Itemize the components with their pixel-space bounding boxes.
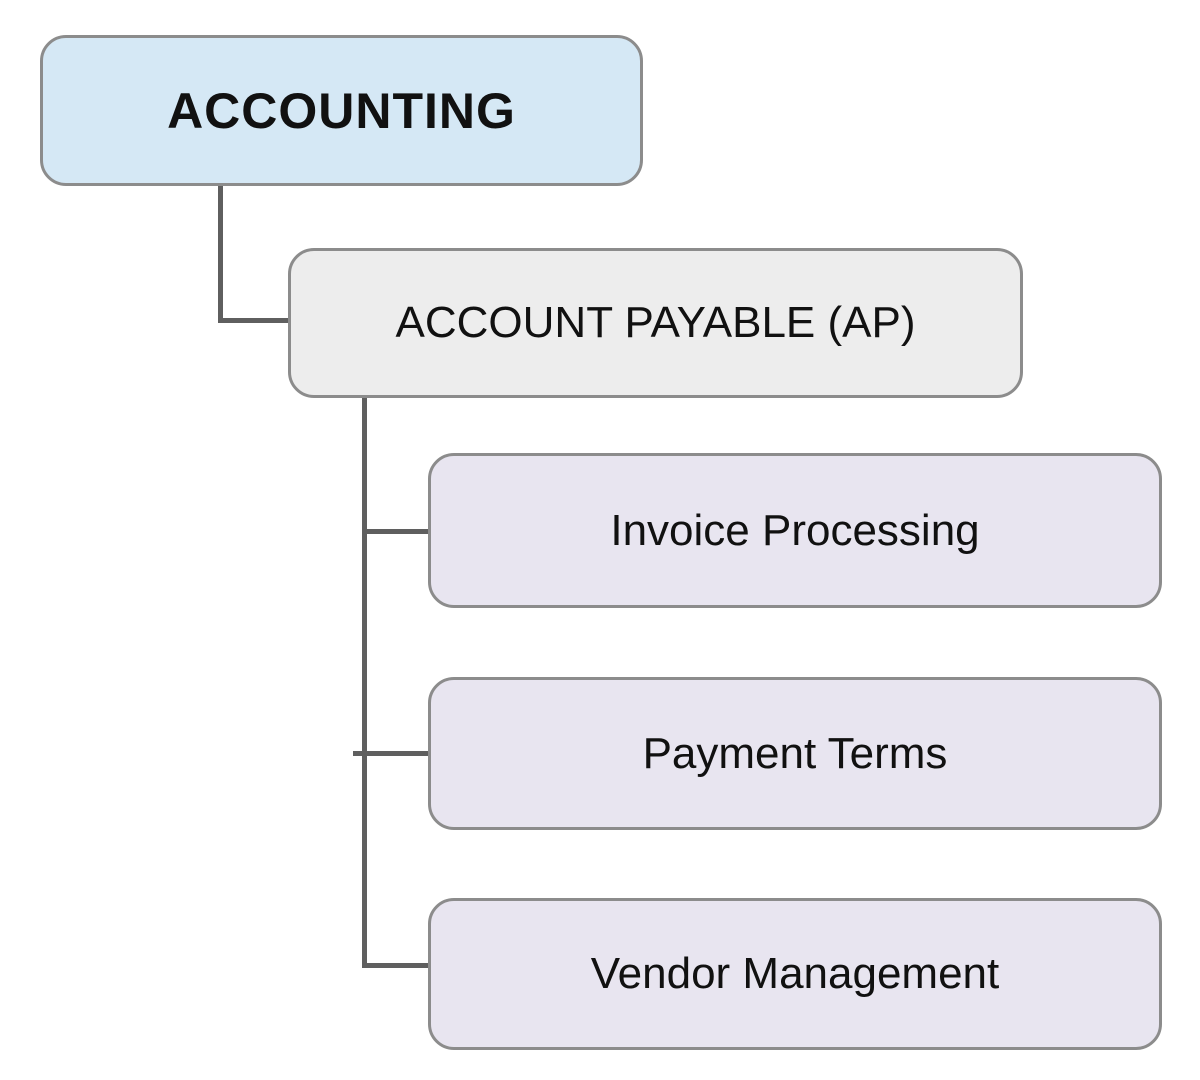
connector-branch-payment-terms <box>353 751 428 756</box>
node-vendor-management-label: Vendor Management <box>590 949 1000 998</box>
node-invoice-processing-label: Invoice Processing <box>610 505 980 555</box>
node-account-payable: ACCOUNT PAYABLE (AP) <box>288 248 1023 398</box>
connector-branch-invoice-processing <box>362 529 428 534</box>
node-invoice-processing: Invoice Processing <box>428 453 1162 608</box>
connector-branch-vendor-management <box>362 963 428 968</box>
node-account-payable-label: ACCOUNT PAYABLE (AP) <box>395 298 916 347</box>
connector-root-to-ap-horizontal <box>218 318 290 323</box>
node-payment-terms-label: Payment Terms <box>642 728 948 778</box>
node-accounting: ACCOUNTING <box>40 35 643 186</box>
connector-root-to-ap-vertical <box>218 186 223 323</box>
node-accounting-label: ACCOUNTING <box>167 82 516 139</box>
node-vendor-management: Vendor Management <box>428 898 1162 1050</box>
connector-ap-to-children-vertical <box>362 398 367 968</box>
node-payment-terms: Payment Terms <box>428 677 1162 830</box>
